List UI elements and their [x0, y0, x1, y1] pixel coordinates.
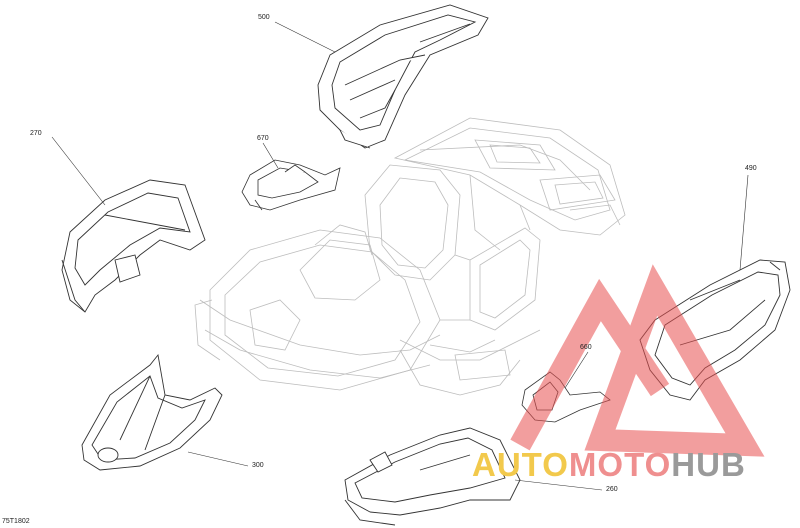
part-670-bracket [241, 159, 341, 211]
watermark-text-part1: AUTO [472, 446, 569, 483]
watermark-text: AUTOMOTOHUB [472, 448, 746, 481]
callout-660: 660 [580, 344, 592, 351]
leader-lines [51, 21, 749, 491]
callout-260: 260 [606, 486, 618, 493]
callout-490: 490 [745, 165, 757, 172]
callout-300: 300 [252, 462, 264, 469]
part-260-footwell-panel [344, 427, 521, 526]
watermark-text-part3: HUB [671, 446, 746, 483]
watermark-text-part2: MOTO [568, 446, 672, 483]
part-500-rear-fender [317, 4, 489, 149]
part-270-front-fender [61, 179, 206, 313]
atv-frame [194, 117, 626, 396]
drawing-reference-code: 75T1802 [2, 518, 30, 525]
callout-670: 670 [257, 135, 269, 142]
callout-500: 500 [258, 14, 270, 21]
part-300-front-panel [81, 353, 223, 471]
part-490-right-fender [639, 259, 791, 401]
callout-270: 270 [30, 130, 42, 137]
watermark-logo [510, 264, 765, 457]
